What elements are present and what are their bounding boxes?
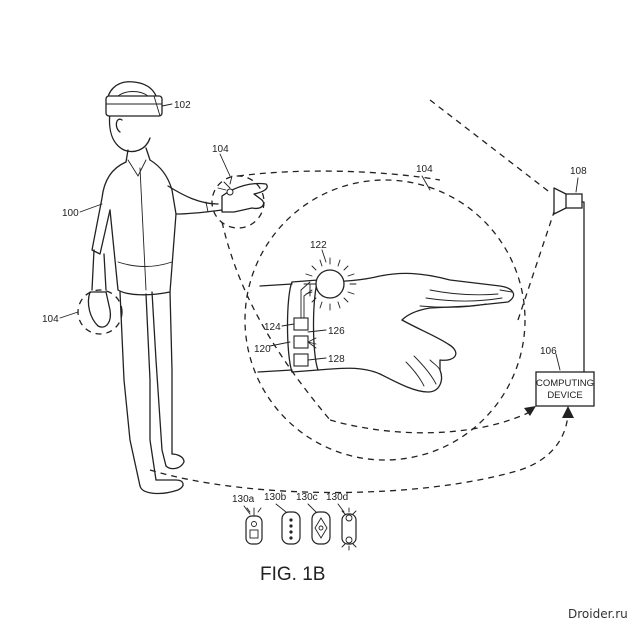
user-figure [87,81,223,495]
magnified-hand [257,272,515,393]
camera-fov-upper [429,99,553,195]
computing-device-line2: DEVICE [547,390,582,401]
projection-line-top [237,170,441,181]
projection-line-bottom [221,221,331,421]
arrowhead-upper [524,406,536,416]
leader-122 [321,249,327,263]
variant-130b [281,511,301,545]
wristband-variants [245,507,357,551]
camera-fov-lower [517,211,555,321]
label-hand-circle-top: 104 [212,144,229,155]
wristband [286,279,319,373]
vr-headset-icon [105,95,163,117]
variant-leaders [243,503,345,515]
leader-128 [307,357,327,361]
module-124 [293,317,309,331]
data-path-upper [329,411,531,434]
leader-102 [161,103,173,107]
label-variant-b: 130b [264,492,287,503]
leader-104-right [421,175,431,191]
leader-120 [269,341,291,347]
label-variant-d: 130d [326,492,348,503]
camera-icon [553,187,583,215]
variant-130a [245,507,263,545]
leader-108 [575,177,579,193]
module-126 [293,335,309,349]
variant-130c [311,511,331,545]
leader-100 [79,203,103,213]
figure-caption: FIG. 1B [260,564,325,585]
light-emitter-icon [303,257,357,311]
label-camera: 108 [570,166,587,177]
label-headset: 102 [174,100,191,111]
label-wristband: 120 [254,344,271,355]
leader-126 [307,329,327,333]
computing-device: COMPUTING DEVICE [535,371,595,407]
label-module-a: 124 [264,322,281,333]
label-module-c: 128 [328,354,345,365]
arrowhead-lower [562,406,574,418]
module-128 [293,353,309,367]
variant-130d [341,507,357,551]
small-hand-icon [217,175,268,213]
magnified-hand-circle [244,179,526,461]
leader-104-top [219,153,231,177]
leader-124 [281,323,295,327]
label-light: 122 [310,240,327,251]
label-module-b: 126 [328,326,345,337]
label-variant-a: 130a [232,494,255,505]
watermark: Droider.ru [568,607,628,621]
label-computing-device: 106 [540,346,557,357]
label-variant-c: 130c [296,492,318,503]
leader-106 [555,353,561,371]
computing-device-line1: COMPUTING [536,378,594,389]
label-hand-circle-left: 104 [42,314,59,325]
leader-104-left [59,311,79,319]
label-hand-circle-right: 104 [416,164,433,175]
camera-cable [581,201,585,373]
data-path-lower [149,413,569,494]
label-user: 100 [62,208,79,219]
